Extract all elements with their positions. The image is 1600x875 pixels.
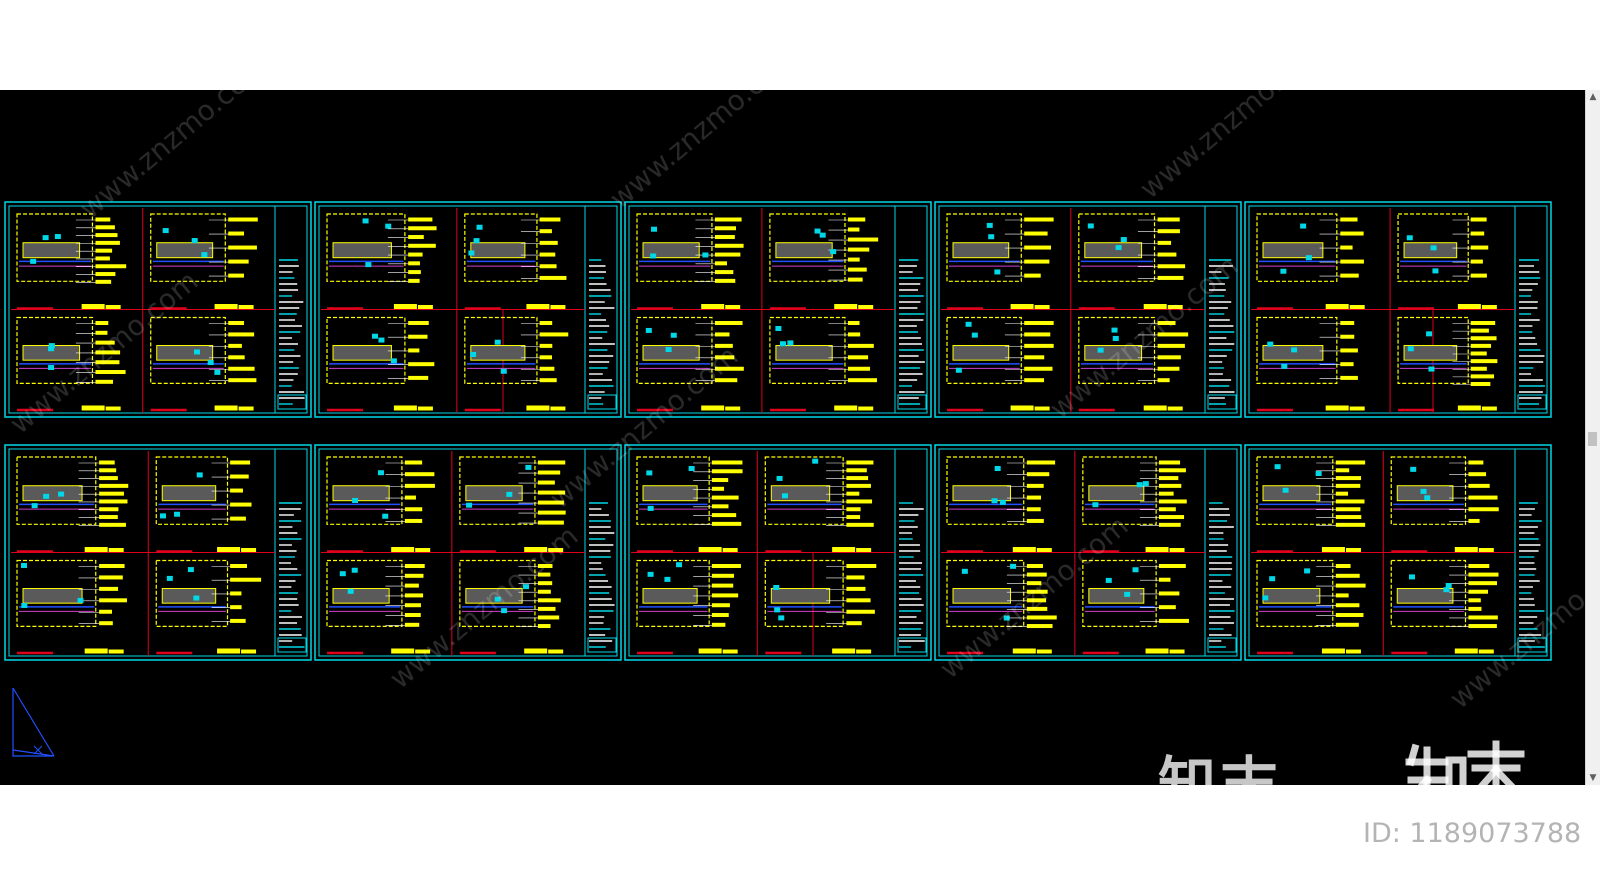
brand-logo-icon [1405, 740, 1525, 804]
drawing-sheet-6 [4, 444, 312, 661]
watermark-url-6: www.znzmo.com [1043, 249, 1244, 425]
scroll-down-icon[interactable]: ▼ [1589, 773, 1597, 783]
watermark-url-9: www.znzmo.com [1443, 539, 1585, 715]
vertical-scrollbar[interactable]: ▲ ▼ [1585, 90, 1600, 785]
watermark-url-2: www.znzmo.com [603, 90, 804, 215]
drawing-sheet-3 [624, 201, 932, 418]
drawing-sheet-7 [314, 444, 622, 661]
image-id-label: ID: 1189073788 [1363, 818, 1582, 849]
drawing-sheet-5 [1244, 201, 1552, 418]
ucs-x-marker [33, 745, 43, 755]
drawing-sheet-1 [4, 201, 312, 418]
drawing-sheet-4 [934, 201, 1242, 418]
cad-drawing: www.znzmo.com www.znzmo.com www.znzmo.com w… [3, 90, 1585, 757]
drawing-sheet-9 [934, 444, 1242, 661]
brand-watermark-text: 知末 [1157, 750, 1282, 818]
ucs-hypotenuse [12, 687, 55, 757]
watermark-url-1: www.znzmo.com [73, 90, 274, 225]
drawing-sheet-10 [1244, 444, 1552, 661]
drawing-sheet-8 [624, 444, 932, 661]
cad-canvas[interactable]: www.znzmo.com www.znzmo.com www.znzmo.com w… [0, 90, 1585, 785]
watermark-url-3: www.znzmo.com [1133, 90, 1334, 205]
drawing-sheet-2 [314, 201, 622, 418]
scroll-thumb[interactable] [1588, 432, 1597, 446]
scroll-up-icon[interactable]: ▲ [1589, 92, 1597, 102]
